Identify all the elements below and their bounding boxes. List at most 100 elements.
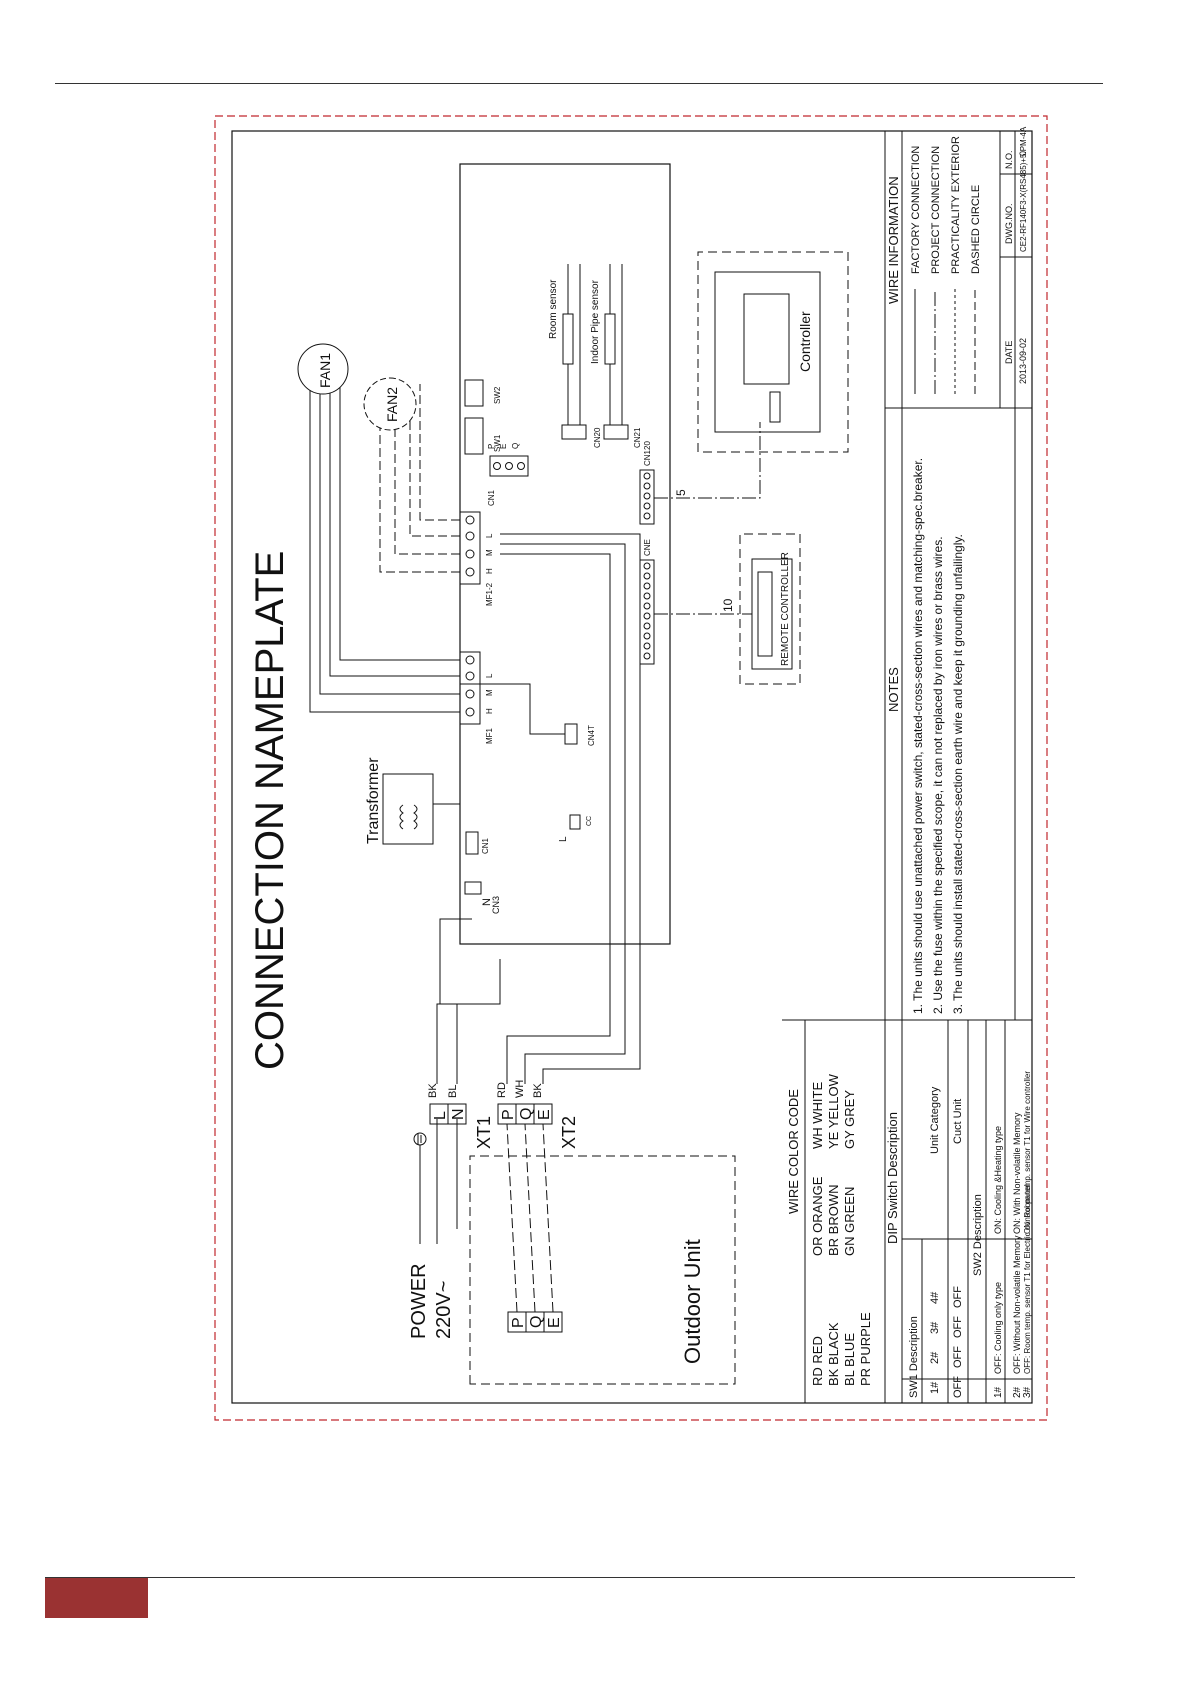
wcc-r3c2: GN GREEN bbox=[842, 1187, 857, 1256]
l-label: L bbox=[558, 836, 569, 842]
wire-rd: RD bbox=[496, 1082, 508, 1098]
wire-bk2: BK bbox=[532, 1083, 544, 1098]
transformer-label: Transformer bbox=[365, 757, 382, 844]
outdoor-link-q bbox=[524, 1123, 536, 1313]
cn120-label: CN120 bbox=[643, 441, 652, 466]
wire-info-1: FACTORY CONNECTION bbox=[910, 146, 922, 274]
notes-title: NOTES bbox=[886, 667, 901, 712]
sw1-h2: 2# bbox=[929, 1351, 941, 1364]
cn21-label: CN21 bbox=[633, 427, 642, 448]
sw2-r1-no: 1# bbox=[993, 1386, 1004, 1398]
sw1-v1: OFF bbox=[952, 1376, 964, 1398]
wcc-r3c1: BL BLUE bbox=[842, 1333, 857, 1386]
sw1-v2: OFF bbox=[952, 1346, 964, 1368]
mf1-l: L bbox=[485, 673, 494, 678]
wcc-r1c3: WH WHITE bbox=[810, 1082, 825, 1149]
sw1-v4: OFF bbox=[952, 1286, 964, 1308]
cn1-e: E bbox=[499, 444, 508, 449]
date-value: 2013-09-02 bbox=[1018, 338, 1028, 384]
mf12-connector bbox=[459, 511, 481, 585]
outdoor-link-p bbox=[506, 1123, 518, 1313]
wire-bk: BK bbox=[427, 1083, 439, 1098]
fan2-wire-3 bbox=[409, 391, 460, 537]
sw2-r2-off: OFF: Without Non-volatile Memory bbox=[1012, 1235, 1022, 1374]
sw1-h1: 1# bbox=[929, 1381, 941, 1394]
mf1-label: MF1 bbox=[485, 727, 494, 744]
fan1-label: FAN1 bbox=[317, 353, 333, 388]
outdoor-e-label: E bbox=[546, 1317, 563, 1328]
outdoor-link-e bbox=[542, 1123, 554, 1313]
cn120-to-controller bbox=[654, 422, 761, 499]
dwg-value: CE2-RF140F3-X(RS485)+5.PM-4A bbox=[1019, 126, 1028, 252]
mf12-l: L bbox=[485, 533, 494, 538]
cn20-label: CN20 bbox=[593, 427, 602, 448]
sw2-switch bbox=[464, 379, 484, 407]
fan1-wire-1 bbox=[309, 383, 460, 713]
sw2-r2-no: 2# bbox=[1012, 1386, 1023, 1398]
ground-icon bbox=[413, 1132, 427, 1146]
no-label: N.O. bbox=[1004, 150, 1014, 169]
wire-l bbox=[436, 959, 501, 1084]
cn3-connector bbox=[464, 881, 482, 895]
sw2-r3-on: ON: Room temp. sensor T1 for Wire contro… bbox=[1023, 1071, 1032, 1234]
wire-e bbox=[500, 533, 641, 1084]
cn1-pow-connector bbox=[465, 831, 479, 855]
cn1-peq-label: CN1 bbox=[487, 489, 496, 506]
voltage-label: 220V~ bbox=[433, 1281, 455, 1339]
wcc-r1c2: OR ORANGE bbox=[810, 1176, 825, 1256]
cn1-q: Q bbox=[511, 443, 520, 449]
room-sensor bbox=[562, 313, 574, 365]
sw2-r2-on: ON: With Non-volatile Memory bbox=[1012, 1112, 1022, 1234]
sw2-r3-no: 3# bbox=[1022, 1386, 1033, 1398]
note-2: 2. Use the fuse within the specified sco… bbox=[931, 536, 945, 1014]
sw1-v3: OFF bbox=[952, 1316, 964, 1338]
date-label: DATE bbox=[1004, 341, 1014, 364]
wire-info-4: DASHED CIRCLE bbox=[970, 185, 982, 274]
xt1-n: N bbox=[450, 1108, 467, 1120]
room-sensor-label: Room sensor bbox=[548, 279, 559, 339]
xt2-q: Q bbox=[518, 1108, 535, 1120]
cne-connector bbox=[639, 559, 655, 665]
wire-info-3: PRACTICALITY EXTERIOR bbox=[950, 136, 962, 274]
controller-label: Controller bbox=[797, 311, 813, 372]
mf1-connector bbox=[459, 651, 481, 725]
wire-p bbox=[500, 553, 611, 1084]
cn20-connector bbox=[561, 424, 587, 440]
note-1: 1. The units should use unattached power… bbox=[911, 458, 925, 1014]
remote-label: REMOTE CONTROLLER bbox=[780, 552, 791, 666]
sw2-title: SW2 Description bbox=[972, 1194, 984, 1276]
transformer-coil bbox=[399, 804, 418, 830]
footer-color-bar bbox=[45, 1578, 148, 1618]
wire-wh: WH bbox=[514, 1080, 526, 1098]
xt2-label: XT2 bbox=[559, 1116, 579, 1149]
dwg-label: DWG.NO. bbox=[1004, 204, 1014, 245]
dip-title: DIP Switch Description bbox=[885, 1112, 900, 1244]
fan2-wire-1 bbox=[379, 416, 460, 573]
mf1-h: H bbox=[485, 708, 494, 714]
controller-outer bbox=[697, 251, 849, 453]
wcc-r2c1: BK BLACK bbox=[826, 1322, 841, 1386]
pipe-sensor-label: Indoor Pipe sensor bbox=[590, 279, 601, 364]
sw1-switch bbox=[464, 417, 484, 455]
note-3: 3. The units should install stated-cross… bbox=[951, 534, 965, 1014]
outdoor-label: Outdoor Unit bbox=[680, 1239, 705, 1364]
cn4t-wire bbox=[460, 683, 565, 735]
wcc-r2c3: YE YELLOW bbox=[826, 1073, 841, 1149]
cn3-label: CN3 bbox=[491, 896, 501, 914]
cn120-connector bbox=[639, 469, 655, 525]
sw1-label: SW1 bbox=[493, 434, 502, 452]
cne-label: CNE bbox=[643, 539, 652, 556]
wcc-r4c1: PR PURPLE bbox=[858, 1312, 873, 1386]
cne-pins bbox=[643, 562, 651, 660]
mf1-m: M bbox=[485, 689, 494, 696]
xt1-label: XT1 bbox=[474, 1116, 494, 1149]
remote-port bbox=[757, 571, 773, 657]
sw1-title: SW1 Description bbox=[908, 1316, 920, 1398]
wire-color-title: WIRE COLOR CODE bbox=[786, 1089, 801, 1214]
xt2-p: P bbox=[500, 1109, 517, 1120]
outdoor-p-label: P bbox=[510, 1317, 527, 1328]
transformer-box bbox=[382, 773, 434, 845]
sw1-v5: Cuct Unit bbox=[952, 1099, 964, 1144]
cn1-pow-label: CN1 bbox=[481, 837, 490, 854]
